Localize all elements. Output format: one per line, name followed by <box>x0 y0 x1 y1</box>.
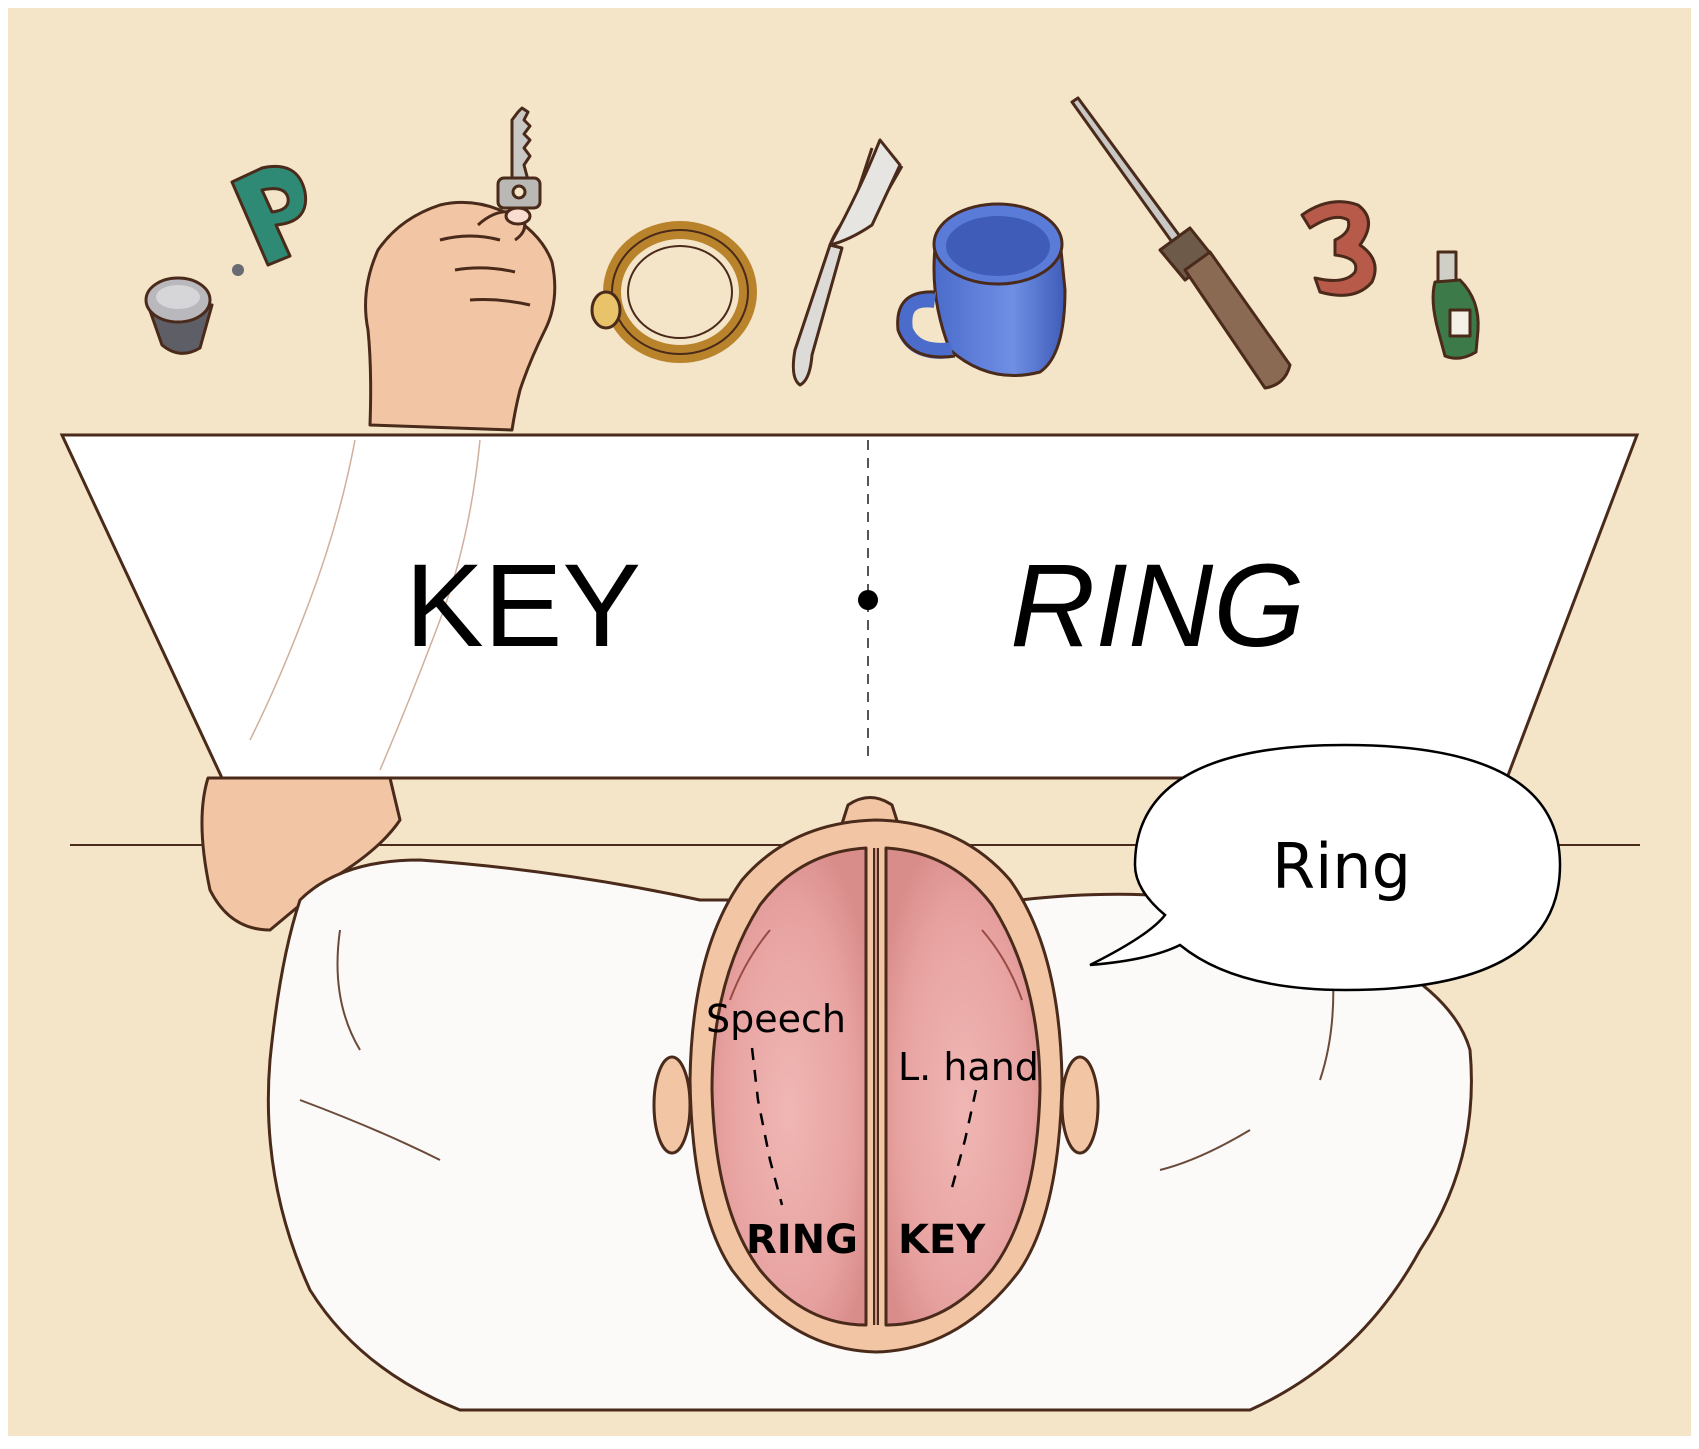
screen-left-word: KEY <box>405 540 641 672</box>
left-hand-region-label: L. hand <box>898 1045 1039 1089</box>
left-hemisphere-word: RING <box>746 1217 858 1263</box>
dot-icon <box>232 264 244 276</box>
screen-right-word: RING <box>1010 540 1305 672</box>
speech-region-label: Speech <box>706 997 846 1041</box>
display-screen <box>62 435 1637 778</box>
left-ear <box>654 1057 690 1153</box>
right-ear <box>1062 1057 1098 1153</box>
right-hemisphere-word: KEY <box>898 1217 986 1263</box>
screen-panel <box>62 435 1637 778</box>
speech-bubble-text: Ring <box>1272 830 1411 903</box>
fixation-point <box>858 590 878 610</box>
